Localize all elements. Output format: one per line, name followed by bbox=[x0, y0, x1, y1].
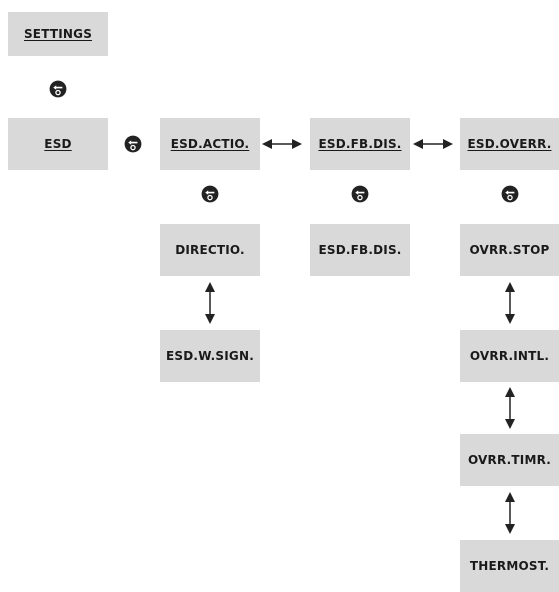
enter-key-icon bbox=[49, 80, 67, 98]
node-ovrr-intl-label: OVRR.INTL. bbox=[469, 349, 550, 363]
node-ovrr-timr-label: OVRR.TIMR. bbox=[467, 453, 552, 467]
node-esd-fb-dis-2-label: ESD.FB.DIS. bbox=[318, 243, 402, 257]
node-esd-label: ESD bbox=[44, 137, 72, 151]
node-settings-label: SETTINGS bbox=[23, 27, 93, 41]
double-arrow-vertical-icon bbox=[505, 282, 515, 324]
enter-key-icon bbox=[201, 185, 219, 203]
node-settings: SETTINGS bbox=[8, 12, 108, 56]
double-arrow-horizontal-icon bbox=[413, 139, 453, 149]
double-arrow-horizontal-icon bbox=[262, 139, 302, 149]
node-esd-fb-dis-label: ESD.FB.DIS. bbox=[318, 137, 402, 151]
node-ovrr-stop-label: OVRR.STOP bbox=[469, 243, 550, 257]
node-esd-overr: ESD.OVERR. bbox=[460, 118, 559, 170]
node-ovrr-intl: OVRR.INTL. bbox=[460, 330, 559, 382]
node-ovrr-timr: OVRR.TIMR. bbox=[460, 434, 559, 486]
node-directio: DIRECTIO. bbox=[160, 224, 260, 276]
node-thermost-label: THERMOST. bbox=[469, 559, 550, 573]
double-arrow-vertical-icon bbox=[505, 492, 515, 534]
node-thermost: THERMOST. bbox=[460, 540, 559, 592]
node-esd-fb-dis: ESD.FB.DIS. bbox=[310, 118, 410, 170]
enter-key-icon bbox=[124, 135, 142, 153]
node-esd-fb-dis-2: ESD.FB.DIS. bbox=[310, 224, 410, 276]
enter-key-icon bbox=[351, 185, 369, 203]
double-arrow-vertical-icon bbox=[505, 387, 515, 429]
enter-key-icon bbox=[501, 185, 519, 203]
double-arrow-vertical-icon bbox=[205, 282, 215, 324]
node-ovrr-stop: OVRR.STOP bbox=[460, 224, 559, 276]
node-esd-w-sign: ESD.W.SIGN. bbox=[160, 330, 260, 382]
node-esd: ESD bbox=[8, 118, 108, 170]
node-esd-overr-label: ESD.OVERR. bbox=[467, 137, 552, 151]
node-esd-actio-label: ESD.ACTIO. bbox=[170, 137, 250, 151]
node-directio-label: DIRECTIO. bbox=[175, 243, 245, 257]
node-esd-w-sign-label: ESD.W.SIGN. bbox=[166, 349, 254, 363]
node-esd-actio: ESD.ACTIO. bbox=[160, 118, 260, 170]
